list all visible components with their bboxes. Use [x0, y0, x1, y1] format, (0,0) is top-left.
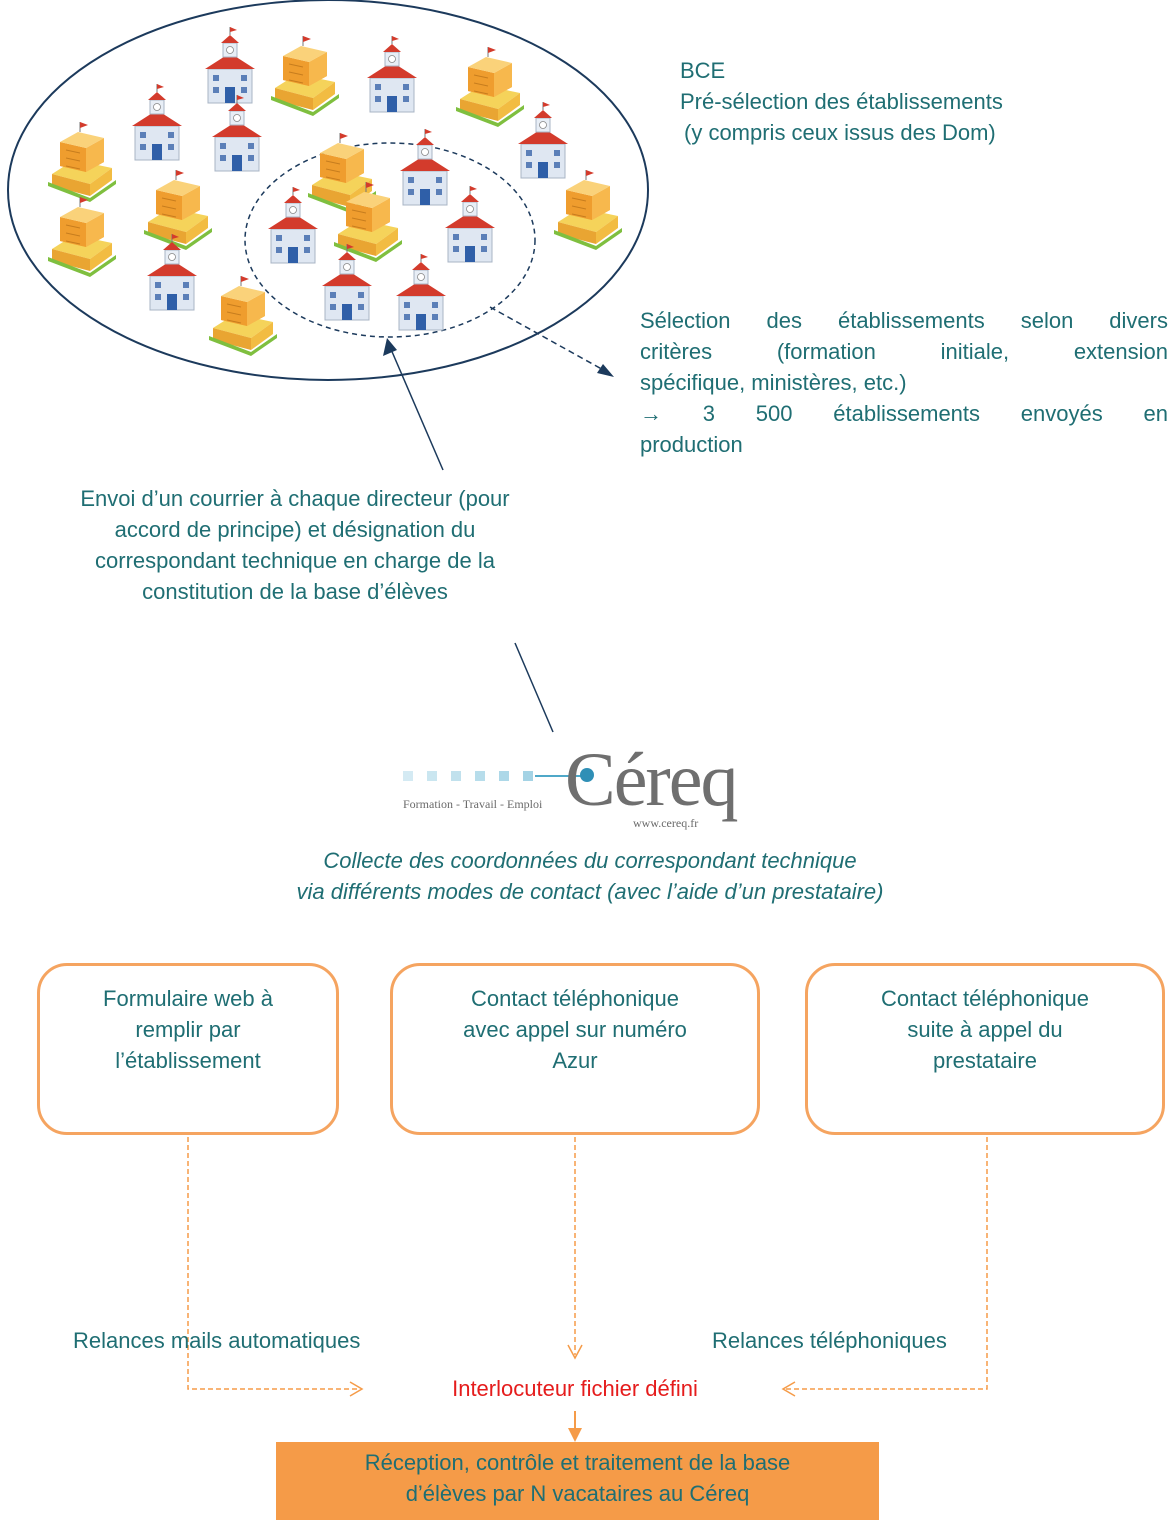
selection-line-3: spécifique, ministères, etc.)	[640, 370, 907, 395]
school-building-icon	[204, 26, 256, 104]
contact-mode-provider-call: Contact téléphonique suite à appel du pr…	[805, 963, 1165, 1135]
box-line: Azur	[552, 1048, 598, 1073]
box3-arrowhead	[781, 1381, 796, 1397]
school-building-icon	[444, 185, 496, 263]
cereq-logo: Formation - Travail - Emploi Céreq www.c…	[403, 738, 738, 835]
box2-arrowhead	[567, 1344, 583, 1360]
college-building-icon	[208, 275, 278, 357]
logo-wordmark: Céreq	[565, 738, 738, 822]
reception-box: Réception, contrôle et traitement de la …	[276, 1442, 879, 1520]
box3-connector	[785, 1137, 988, 1390]
envoi-line-4: constitution de la base d’élèves	[142, 579, 448, 604]
college-building-icon	[143, 169, 213, 251]
box-line: Contact téléphonique	[881, 986, 1089, 1011]
box-line: remplir par	[135, 1017, 241, 1042]
box-line: Formulaire web à	[103, 986, 273, 1011]
college-building-icon	[553, 169, 623, 251]
box-line: avec appel sur numéro	[463, 1017, 687, 1042]
envoi-line-2: accord de principe) et désignation du	[114, 517, 476, 542]
college-building-icon	[47, 121, 117, 203]
logo-tagline: Formation - Travail - Emploi	[403, 797, 543, 811]
school-building-icon	[517, 101, 569, 179]
box-line: prestataire	[933, 1048, 1037, 1073]
box-line: l’établissement	[115, 1048, 261, 1073]
envoi-line-3: correspondant technique en charge de la	[95, 548, 495, 573]
interlocuteur-label: Interlocuteur fichier défini	[452, 1376, 698, 1401]
school-building-icon	[267, 186, 319, 264]
school-building-icon	[399, 128, 451, 206]
logo-url: www.cereq.fr	[633, 816, 699, 830]
envoi-line-1: Envoi d’un courrier à chaque directeur (…	[80, 486, 510, 511]
envoi-label: Envoi d’un courrier à chaque directeur (…	[20, 483, 570, 607]
school-building-icon	[131, 83, 183, 161]
contact-mode-azur-phone: Contact téléphonique avec appel sur numé…	[390, 963, 760, 1135]
collecte-line-2: via différents modes de contact (avec l’…	[296, 879, 884, 904]
box-line: suite à appel du	[907, 1017, 1063, 1042]
college-building-icon	[47, 196, 117, 278]
box1-arrowhead	[349, 1381, 364, 1397]
box-line: Contact téléphonique	[471, 986, 679, 1011]
school-building-icon	[366, 35, 418, 113]
envoi-arrowhead	[383, 338, 397, 356]
school-building-icon	[395, 253, 447, 331]
selection-line-2: critères (formation initiale, extension	[640, 339, 1168, 364]
selection-arrow	[489, 306, 608, 373]
outer-ellipse	[7, 0, 649, 381]
logo-connector	[514, 642, 554, 733]
collecte-line-1: Collecte des coordonnées du correspondan…	[323, 848, 857, 873]
selection-arrowhead	[597, 364, 614, 377]
selection-line-5: production	[640, 432, 743, 457]
reception-line-2: d’élèves par N vacataires au Céreq	[405, 1481, 750, 1506]
final-arrowhead	[568, 1428, 582, 1442]
selection-line-1: Sélection des établissements selon diver…	[640, 308, 1168, 333]
bce-dom-note: (y compris ceux issus des Dom)	[684, 120, 996, 145]
box1-connector	[187, 1137, 360, 1390]
bce-label: BCE Pré-sélection des établissements (y …	[680, 55, 1140, 148]
selection-line-4: → 3 500 établissements envoyés en	[640, 401, 1168, 426]
selection-label: Sélection des établissements selon diver…	[640, 305, 1168, 460]
relances-telephone-label: Relances téléphoniques	[712, 1328, 947, 1353]
reception-line-1: Réception, contrôle et traitement de la …	[364, 1450, 791, 1475]
relances-mails-label: Relances mails automatiques	[73, 1328, 361, 1353]
college-building-icon	[455, 46, 525, 128]
collecte-caption: Collecte des coordonnées du correspondan…	[150, 845, 1030, 907]
school-building-icon	[211, 94, 263, 172]
bce-preselection: Pré-sélection des établissements	[680, 89, 1003, 114]
college-building-icon	[270, 35, 340, 117]
inner-dashed-ellipse	[244, 142, 536, 338]
bce-title: BCE	[680, 58, 726, 83]
contact-mode-web-form: Formulaire web à remplir par l’établisse…	[37, 963, 339, 1135]
envoi-arrow	[389, 346, 444, 471]
